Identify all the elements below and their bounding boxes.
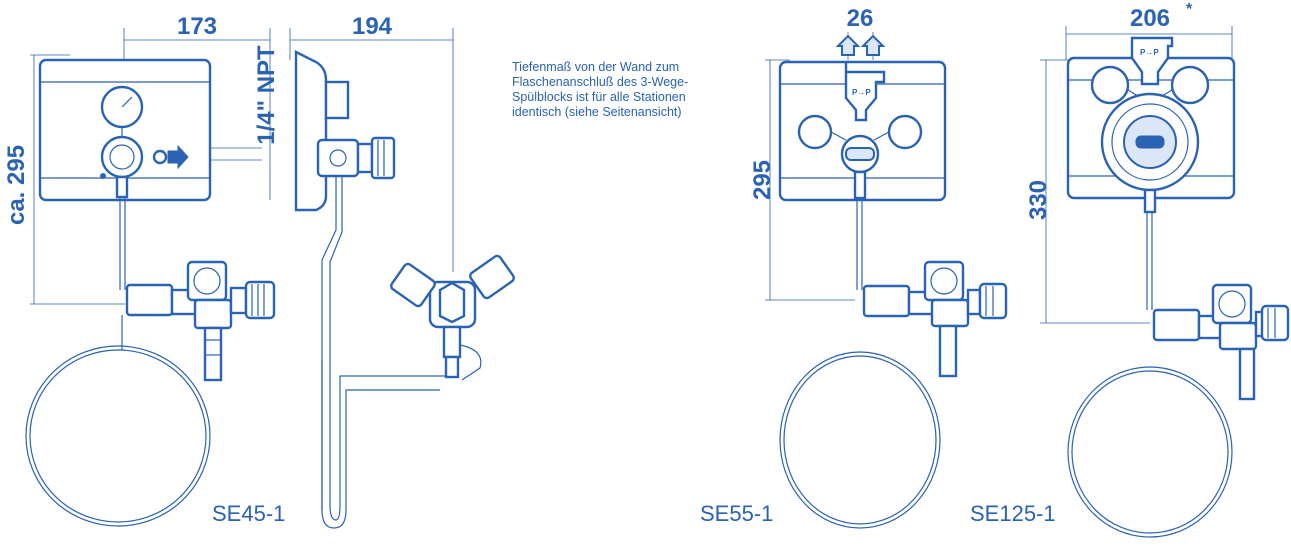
side-view: 194 — [289, 13, 515, 529]
model-label-se45: SE45-1 — [212, 501, 285, 526]
se45-front-view: 173 ca. 295 1/4" NPT — [3, 13, 285, 527]
dim-width-se125: 206 — [1130, 5, 1170, 32]
handwheel-icon — [244, 280, 276, 320]
model-label-se125: SE125-1 — [970, 501, 1056, 526]
se125-front-view: 206 * 330 P→P — [970, 1, 1290, 538]
model-label-se55: SE55-1 — [700, 501, 773, 526]
three-way-block-icon — [390, 254, 515, 381]
regulator-symbol: P→P — [852, 88, 871, 97]
dim-port-se45: 1/4" NPT — [253, 45, 280, 145]
dim-depth-side: 194 — [352, 13, 393, 40]
note-line-1: Tiefenmaß von der Wand zum — [512, 60, 679, 74]
note-line-4: identisch (siehe Seitenansicht) — [512, 105, 682, 119]
dim-height-se125: 330 — [1025, 180, 1052, 220]
se55-front-view: 26 295 P→P SE55-1 — [700, 5, 1008, 529]
dimension-note: Tiefenmaß von der Wand zum Flaschenansch… — [512, 60, 688, 119]
regulator-symbol-se125: P→P — [1140, 48, 1159, 57]
dim-width-mark-se125: * — [1186, 1, 1193, 18]
outlet-arrow-icon — [167, 144, 189, 170]
regulator-icon — [100, 135, 144, 179]
dim-width-se55: 26 — [847, 5, 874, 32]
dim-width-se45: 173 — [177, 13, 217, 40]
dim-height-se45: ca. 295 — [3, 145, 30, 225]
note-line-3: Spülblocks ist für alle Stationen — [512, 90, 686, 104]
side-handwheel-icon — [370, 136, 396, 180]
flow-arrow-up-icon — [835, 34, 861, 56]
note-line-2: Flaschenanschluß des 3-Wege- — [512, 75, 688, 89]
dim-height-se55: 295 — [749, 160, 776, 200]
flow-arrow-up-icon — [860, 34, 886, 56]
